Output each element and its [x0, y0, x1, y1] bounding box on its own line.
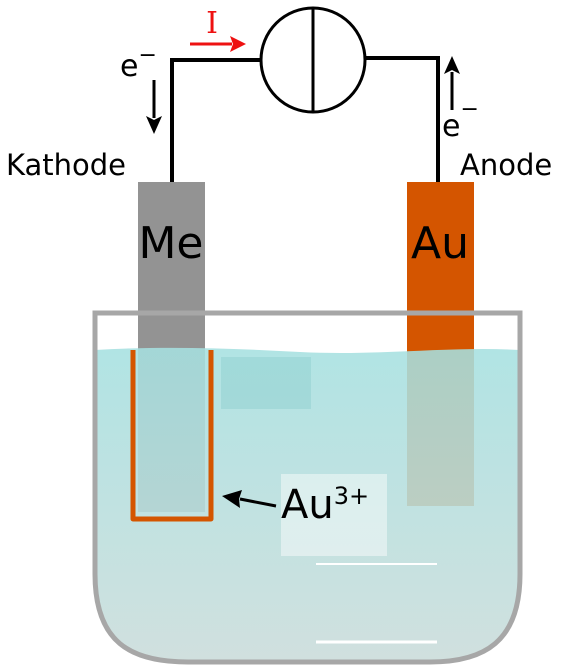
electrolyte-liquid [95, 347, 520, 662]
anode-electrode-label: Au [411, 218, 469, 269]
electron-arrow-down [146, 80, 162, 134]
ion-label-base: Au [281, 482, 334, 528]
anode-label: Anode [460, 148, 552, 182]
current-label: I [206, 6, 218, 41]
current-arrow [190, 36, 246, 52]
circuit-wire-right [365, 56, 440, 182]
electron-left-sup: − [138, 43, 156, 68]
gold-deposit-layer [130, 350, 214, 522]
cathode-electrode-label: Me [138, 218, 203, 269]
solution-highlight [221, 357, 311, 409]
beaker [92, 310, 523, 665]
electron-label-left: e− [120, 43, 157, 84]
ion-arrow [222, 490, 277, 508]
electron-left-base: e [120, 49, 138, 84]
electron-arrow-up [444, 56, 460, 110]
ion-label: Au3+ [281, 482, 369, 528]
power-source-symbol [259, 6, 367, 114]
electron-right-sup: − [460, 97, 478, 122]
electron-label-right: e− [442, 97, 479, 144]
electron-right-base: e [442, 109, 460, 144]
circuit-wire-left [170, 58, 261, 182]
cathode-label: Kathode [6, 148, 126, 182]
label-background [281, 474, 387, 556]
ion-label-sup: 3+ [334, 482, 369, 510]
